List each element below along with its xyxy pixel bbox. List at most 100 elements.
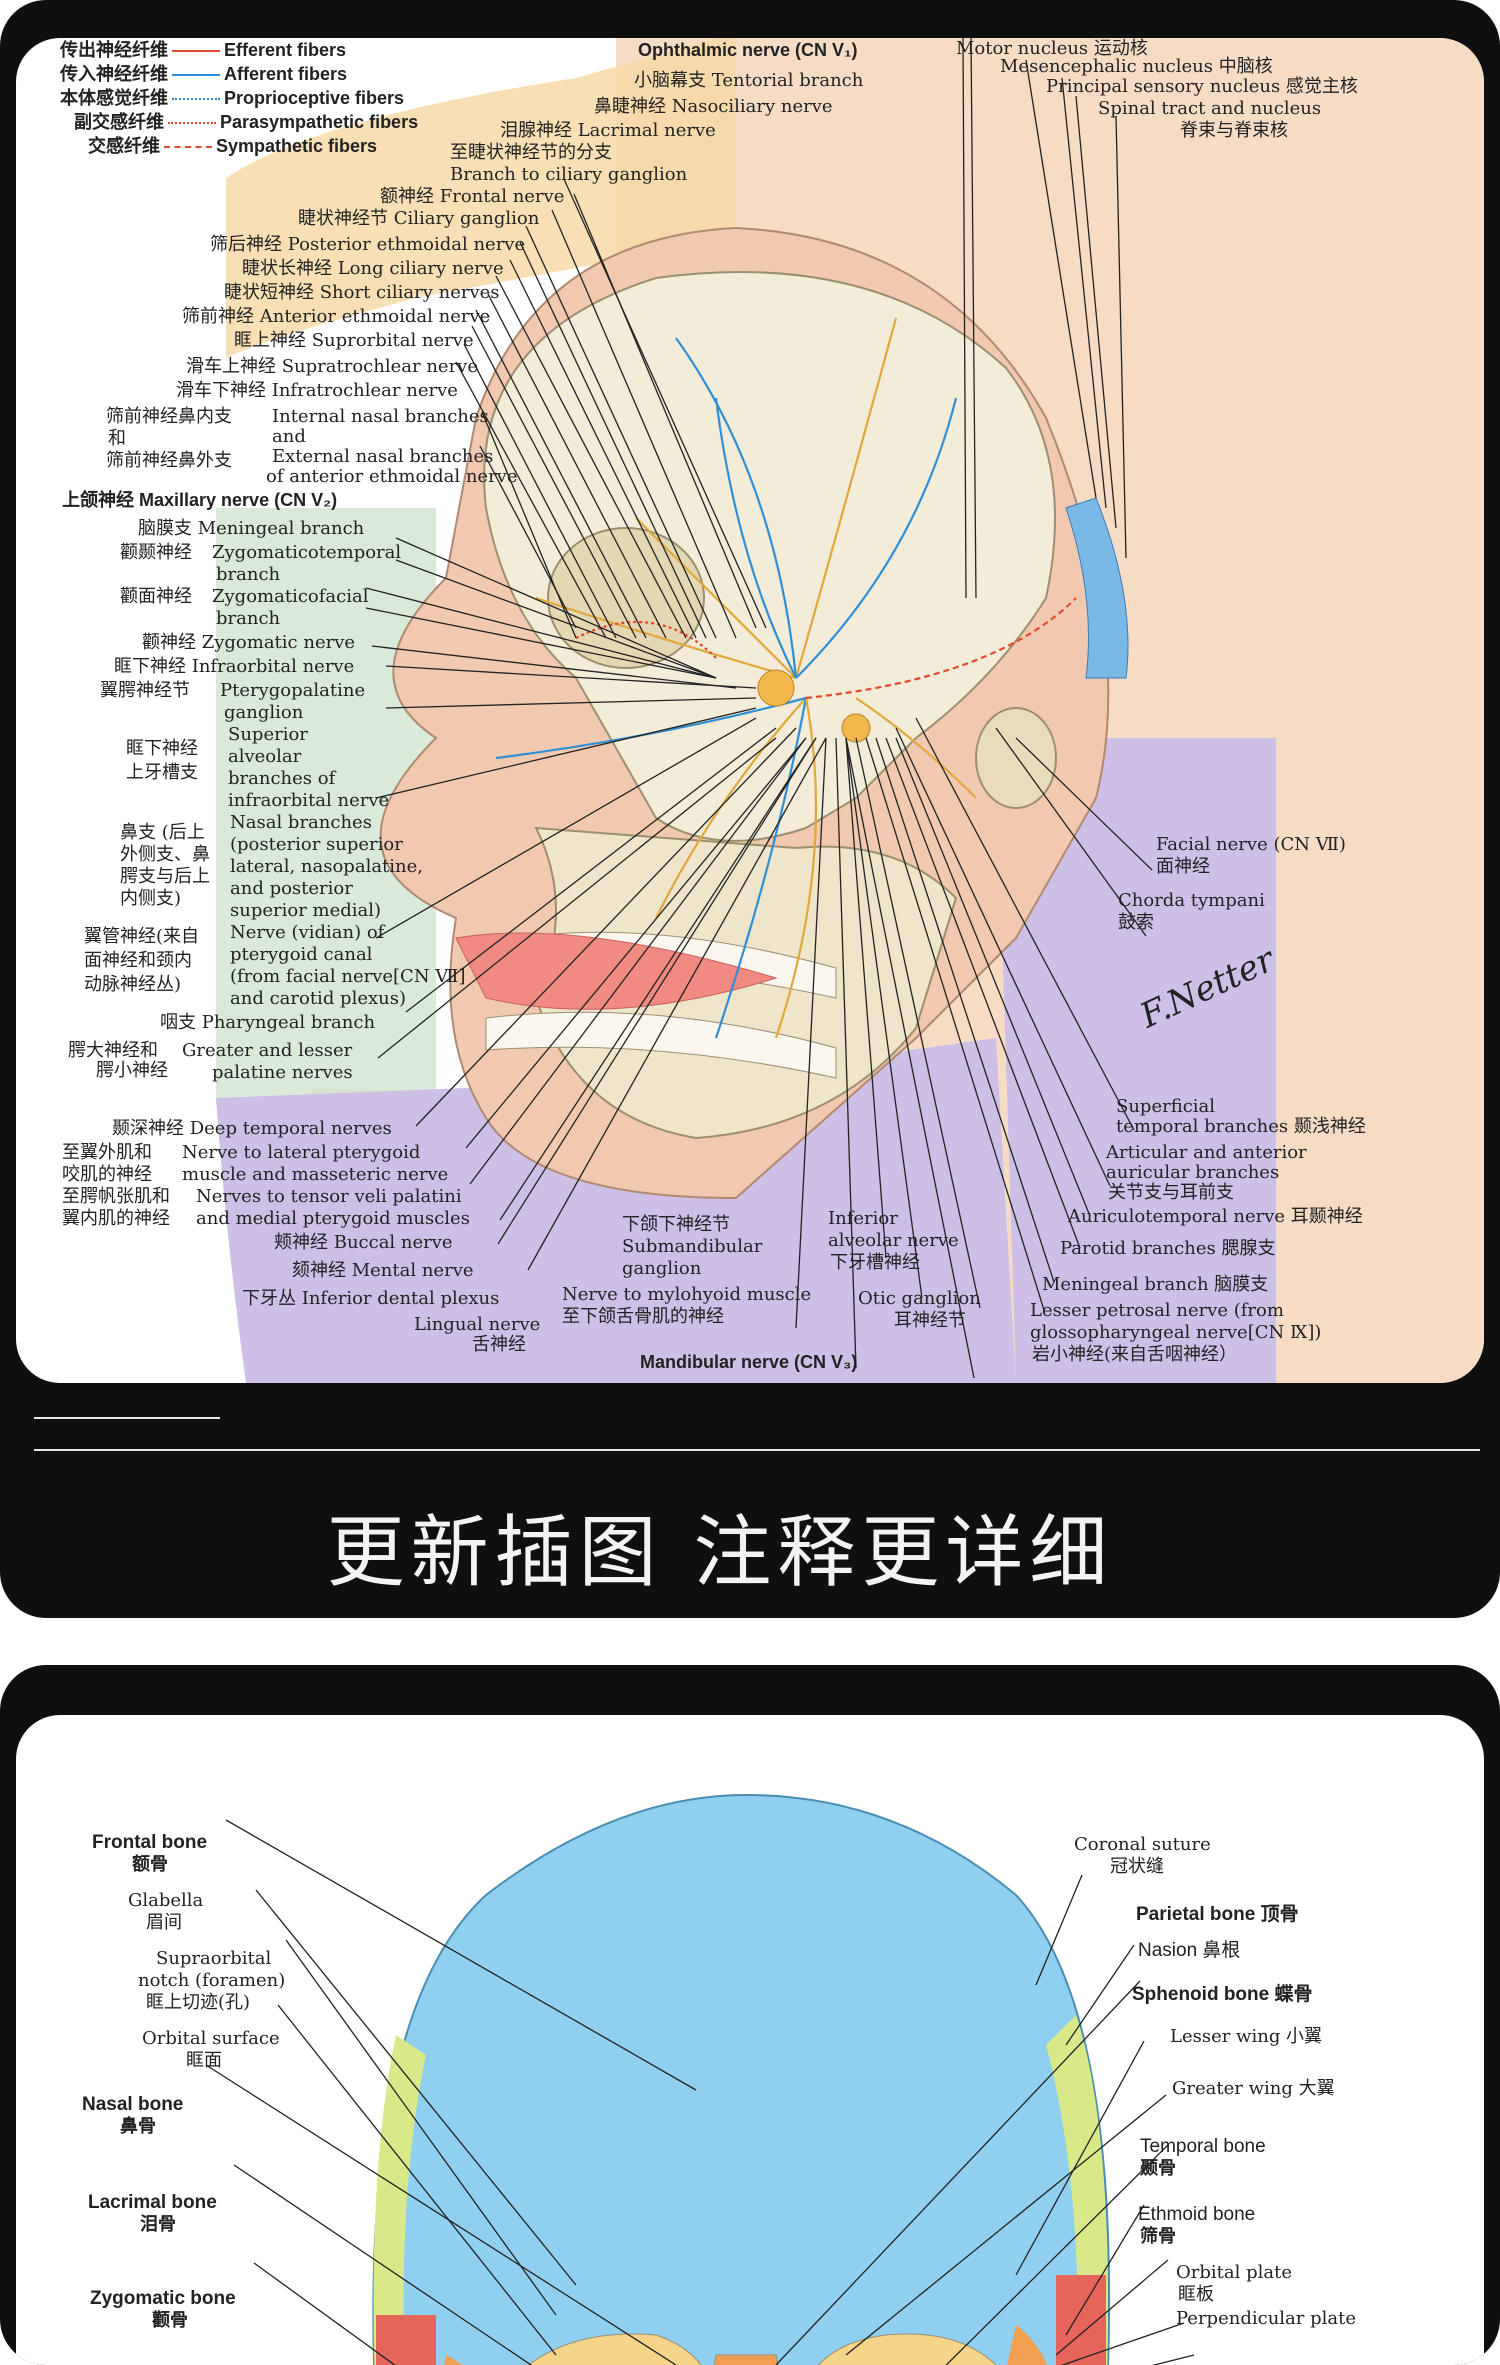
label-supraorbital-en1: Supraorbital: [156, 1948, 272, 1969]
label-nasal-branches-en-4: superior medial): [230, 900, 382, 921]
label-nasal-branches-en-3: and posterior: [230, 878, 353, 899]
label-articular-en1: Articular and anterior: [1106, 1142, 1307, 1163]
label-otic-en: Otic ganglion: [858, 1288, 981, 1309]
label-nasal-branches-zh-1: 外侧支、鼻: [120, 844, 210, 865]
label-mesencephalic: Mesencephalic nucleus 中脑核: [1000, 56, 1273, 77]
label-tensor-en2: and medial pterygoid muscles: [196, 1208, 470, 1229]
label-parotid: Parotid branches 腮腺支: [1060, 1238, 1276, 1259]
banner-divider-long: [34, 1449, 1480, 1451]
label-branch-ciliary-zh: 至睫状神经节的分支: [450, 142, 612, 163]
label-frontal: 额神经 Frontal nerve: [380, 186, 565, 207]
label-submandibular-zh: 下颌下神经节: [622, 1214, 730, 1235]
label-tensor-zh2: 翼内肌的神经: [62, 1208, 170, 1229]
label-lesser-wing: Lesser wing 小翼: [1170, 2026, 1323, 2047]
label-mandibular: Mandibular nerve (CN V₃): [640, 1352, 858, 1372]
label-supraorbital: 眶上神经 Suprorbital nerve: [234, 330, 474, 351]
banner-title: 更新插图 注释更详细: [326, 1508, 1114, 1598]
label-long-ciliary: 睫状长神经 Long ciliary nerve: [242, 258, 504, 279]
label-zygomatic-bone-zh: 颧骨: [152, 2310, 188, 2331]
label-lesser-petrosal-zh: 岩小神经(来自舌咽神经）: [1032, 1344, 1238, 1365]
label-sphenoid-bone: Sphenoid bone 蝶骨: [1132, 1984, 1313, 2005]
label-lat-ptery-zh2: 咬肌的神经: [62, 1164, 152, 1185]
label-supraorbital-en2: notch (foramen): [138, 1970, 286, 1991]
label-nasal-branches-zh-0: 鼻支 (后上: [120, 822, 205, 843]
label-ethmoid-bone-zh: 筛骨: [1140, 2226, 1176, 2247]
label-parietal-bone: Parietal bone 顶骨: [1136, 1904, 1299, 1925]
label-vidian-zh-1: 面神经和颈内: [84, 950, 192, 971]
label-orbital-surface-zh: 眶面: [186, 2050, 222, 2071]
label-nasal-bone-zh: 鼻骨: [120, 2116, 156, 2137]
label-vidian-zh-2: 动脉神经丛): [84, 974, 182, 995]
label-inf-alveolar-en2: alveolar nerve: [828, 1230, 959, 1251]
label-maxillary: 上颌神经 Maxillary nerve (CN V₂): [62, 490, 338, 510]
label-vidian-en-2: (from facial nerve[CN Ⅶ]: [230, 966, 466, 987]
label-coronal-suture-zh: 冠状缝: [1110, 1856, 1164, 1877]
label-principal: Principal sensory nucleus 感觉主核: [1046, 76, 1358, 97]
label-orbital-plate-zh: 眶板: [1178, 2284, 1214, 2305]
label-inf-alveolar-en1: Inferior: [828, 1208, 898, 1229]
label-sup-alveolar-en-1: alveolar: [228, 746, 302, 767]
label-mental: 颏神经 Mental nerve: [292, 1260, 474, 1281]
label-zygomaticofacial-en2: branch: [216, 608, 281, 629]
label-chorda-zh: 鼓索: [1118, 912, 1154, 933]
label-spinal-zh: 脊束与脊束核: [1180, 120, 1288, 141]
label-nasal-branches-zh-2: 腭支与后上: [120, 866, 210, 887]
label-sup-alveolar-zh2: 上牙槽支: [126, 762, 198, 783]
label-nasal-int-en: Internal nasal branches: [272, 406, 489, 427]
banner-divider-short: [34, 1417, 220, 1419]
label-tensor-en1: Nerves to tensor veli palatini: [196, 1186, 462, 1207]
skull-anterior-view: [205, 1793, 1195, 2365]
label-inf-alveolar-zh: 下牙槽神经: [830, 1252, 920, 1273]
label-tensor-zh1: 至腭帆张肌和: [62, 1186, 170, 1207]
label-inf-dental: 下牙丛 Inferior dental plexus: [242, 1288, 500, 1309]
label-palatine-en2: palatine nerves: [212, 1062, 353, 1083]
label-lesser-petrosal1: Lesser petrosal nerve (from: [1030, 1300, 1284, 1321]
label-ethmoid-bone-en: Ethmoid bone: [1138, 2204, 1256, 2225]
label-coronal-suture-en: Coronal suture: [1074, 1834, 1211, 1855]
label-infratrochlear: 滑车下神经 Infratrochlear nerve: [176, 380, 458, 401]
label-submandibular-en1: Submandibular: [622, 1236, 763, 1257]
label-nasal-and-en: and: [272, 426, 306, 447]
label-greater-wing: Greater wing 大翼: [1172, 2078, 1335, 2099]
label-infraorbital: 眶下神经 Infraorbital nerve: [114, 656, 355, 677]
label-zygomaticotemporal-en: Zygomaticotemporal: [212, 542, 402, 563]
skull-anterior-illustration: Frontal bone 额骨 Glabella 眉间 Supraorbital…: [16, 1715, 1484, 2365]
label-post-ethmoid: 筛后神经 Posterior ethmoidal nerve: [210, 234, 526, 255]
label-temporal-bone-en: Temporal bone: [1140, 2136, 1266, 2157]
label-ophthalmic: Ophthalmic nerve (CN V₁): [638, 40, 858, 60]
label-supratrochlear: 滑车上神经 Supratrochlear nerve: [186, 356, 478, 377]
label-buccal: 颊神经 Buccal nerve: [274, 1232, 453, 1253]
label-nasal-branches-zh-3: 内侧支): [120, 888, 182, 909]
label-supraorbital-zh: 眶上切迹(孔): [146, 1992, 251, 2013]
label-lingual-en: Lingual nerve: [414, 1314, 541, 1335]
label-short-ciliary: 睫状短神经 Short ciliary nerves: [224, 282, 500, 303]
label-nasociliary: 鼻睫神经 Nasociliary nerve: [594, 96, 833, 117]
label-auriculotemporal: Auriculotemporal nerve 耳颞神经: [1068, 1206, 1363, 1227]
label-sup-alveolar-en-3: infraorbital nerve: [228, 790, 390, 811]
label-deep-temporal: 颞深神经 Deep temporal nerves: [112, 1118, 392, 1139]
label-zygomaticofacial-en: Zygomaticofacial: [212, 586, 369, 607]
label-palatine-zh2: 腭小神经: [96, 1060, 168, 1081]
label-nasal-ext-en2: of anterior ethmoidal nerve: [266, 466, 518, 487]
label-pterygopalatine-en2: ganglion: [224, 702, 304, 723]
label-lingual-zh: 舌神经: [472, 1334, 526, 1355]
label-lacrimal-bone-en: Lacrimal bone: [88, 2192, 217, 2213]
label-orbital-plate-en: Orbital plate: [1176, 2262, 1292, 2283]
label-zygomaticofacial-zh: 颧面神经: [120, 586, 192, 607]
label-articular-en2: auricular branches: [1106, 1162, 1280, 1183]
label-otic-zh: 耳神经节: [894, 1310, 966, 1331]
label-vidian-en-0: Nerve (vidian) of: [230, 922, 385, 943]
label-sup-temporal-en2: temporal branches 颞浅神经: [1116, 1116, 1366, 1137]
label-submandibular-en2: ganglion: [622, 1258, 702, 1279]
label-facial-en: Facial nerve (CN Ⅶ): [1156, 834, 1346, 855]
label-mylohyoid-en: Nerve to mylohyoid muscle: [562, 1284, 812, 1305]
label-lat-ptery-zh1: 至翼外肌和: [62, 1142, 152, 1163]
label-articular-zh: 关节支与耳前支: [1108, 1182, 1234, 1203]
label-palatine-zh1: 腭大神经和: [68, 1040, 158, 1061]
label-pterygopalatine-en: Pterygopalatine: [220, 680, 366, 701]
label-zygomatic: 颧神经 Zygomatic nerve: [142, 632, 356, 653]
